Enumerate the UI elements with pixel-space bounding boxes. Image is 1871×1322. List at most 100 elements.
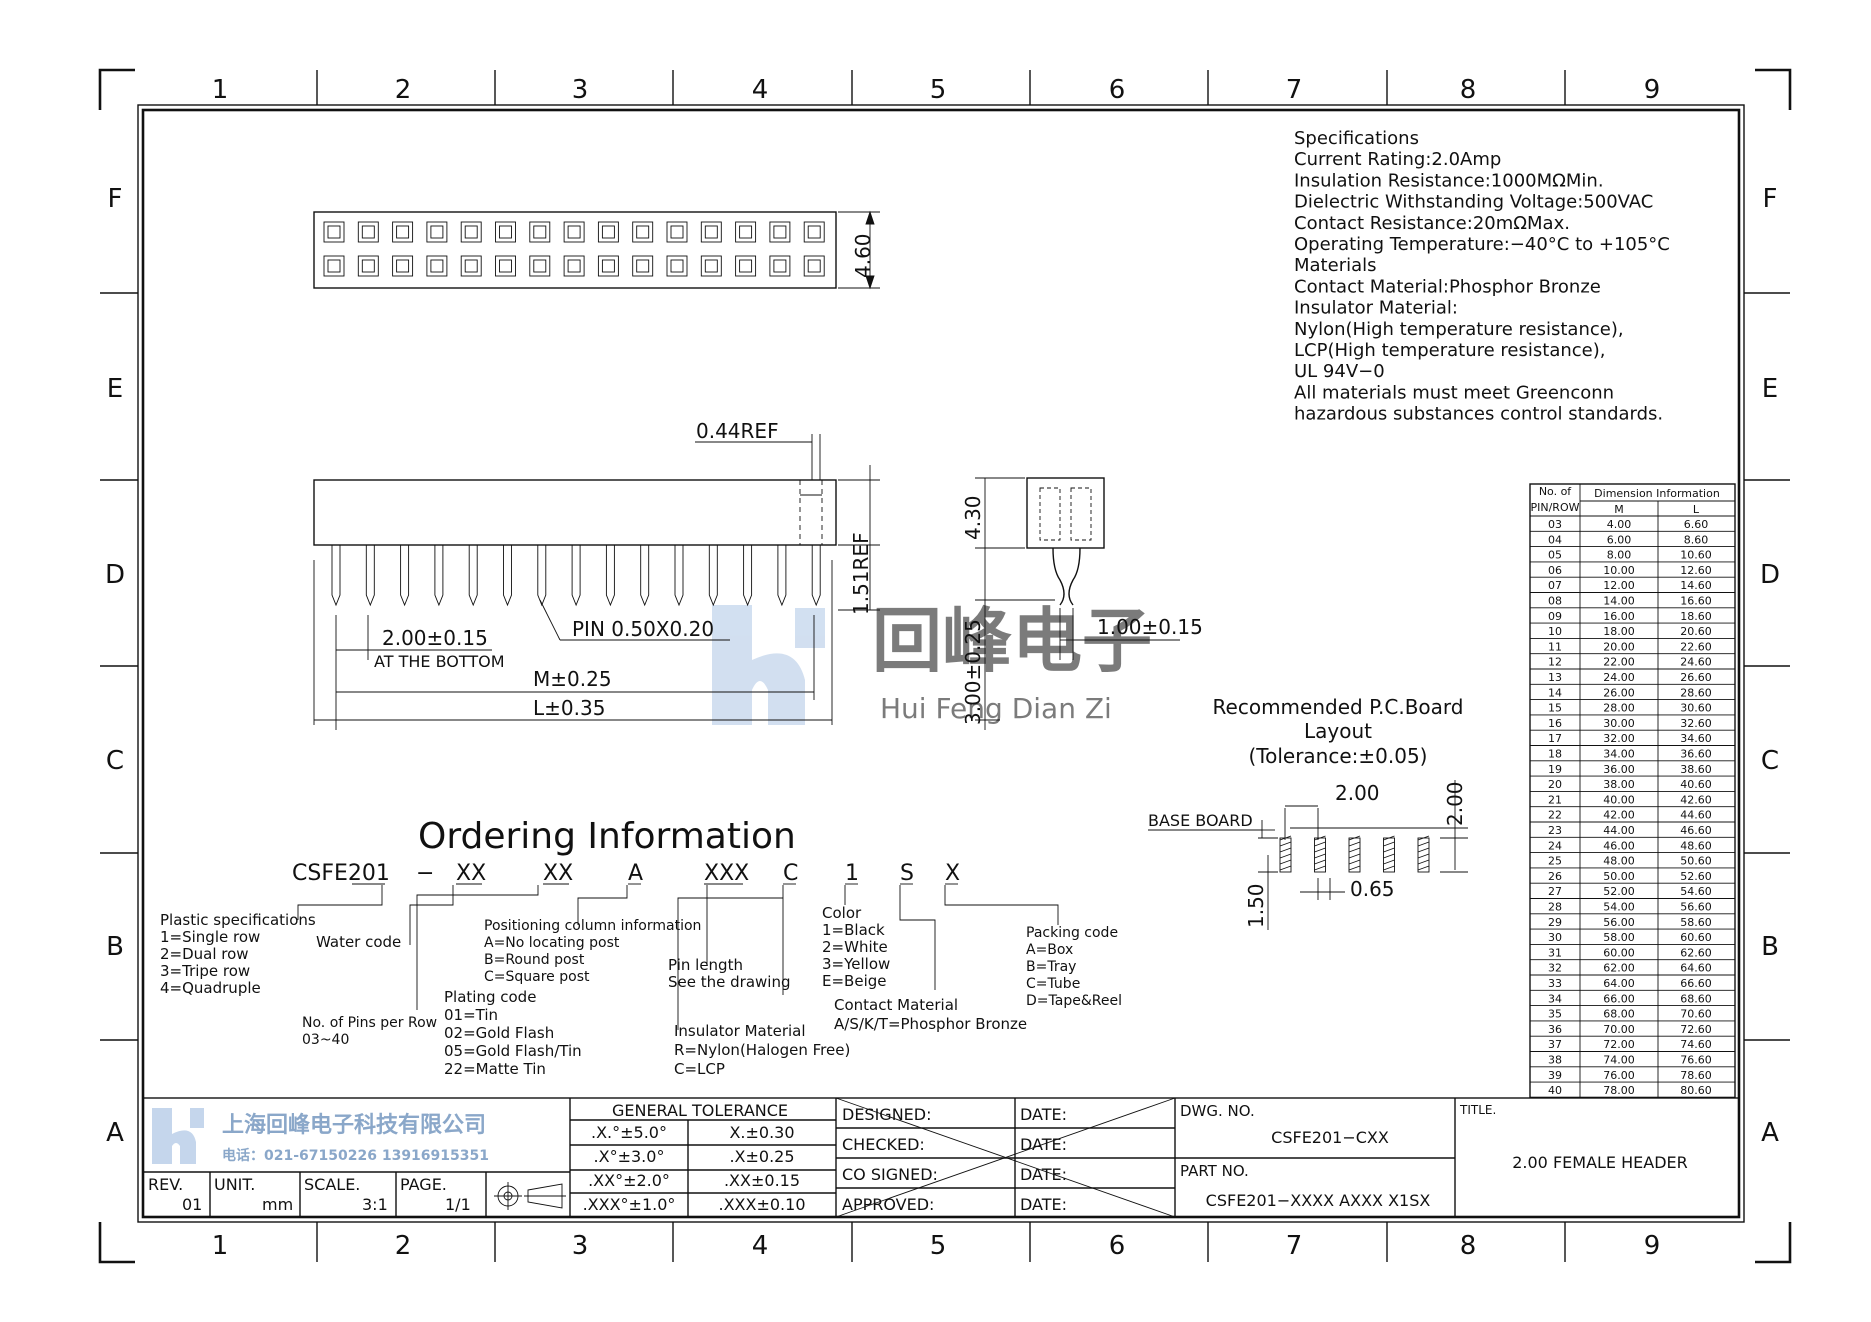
zone-col-label-bottom: 1 [212,1231,229,1261]
table-cell-count: 19 [1548,763,1562,776]
table-cell-m: 34.00 [1603,748,1635,761]
table-cell-l: 32.60 [1680,717,1712,730]
pin-hole-outer [666,255,688,277]
pcb-hole-hatch [1383,835,1395,841]
table-cell-l: 44.60 [1680,809,1712,822]
table-header-m: M [1614,503,1624,516]
table-cell-m: 54.00 [1603,901,1635,914]
pin-hole-outer [563,221,585,243]
spec-line: Operating Temperature:−40°C to +105°C [1294,234,1670,255]
front-view-end-detail [799,480,823,545]
table-cell-m: 32.00 [1603,732,1635,745]
table-cell-l: 24.60 [1680,656,1712,669]
order-note-positioning: C=Square post [484,969,590,985]
pcb-title-1: Recommended P.C.Board [1213,695,1464,719]
dim-l-label: L±0.35 [533,696,605,720]
table-cell-l: 54.60 [1680,885,1712,898]
table-cell-l: 30.60 [1680,702,1712,715]
spec-line: Nylon(High temperature resistance), [1294,319,1624,340]
dim-height-label: 4.60 [851,233,875,278]
pin-hole-inner [670,225,684,239]
dwg-value: CSFE201−CXX [1271,1128,1389,1147]
signoff-date-label: DATE: [1020,1105,1067,1124]
spec-line: LCP(High temperature resistance), [1294,340,1605,361]
zone-col-label-top: 7 [1286,75,1303,105]
pcb-title-2: Layout [1304,719,1372,743]
zone-col-label-bottom: 2 [395,1231,412,1261]
order-note-packing: B=Tray [1026,959,1076,975]
front-pin [708,545,718,607]
pcb-hole-hatch [1314,865,1326,871]
table-cell-m: 16.00 [1603,610,1635,623]
table-cell-m: 44.00 [1603,824,1635,837]
page-value: 1/1 [445,1195,471,1214]
pin-hole-inner [773,259,787,273]
table-cell-m: 68.00 [1603,1008,1635,1021]
pin-hole-outer [769,221,791,243]
order-code-segment: XXX [704,861,749,886]
signoff-date-label: DATE: [1020,1165,1067,1184]
order-note-insulator: R=Nylon(Halogen Free) [674,1041,850,1059]
dim-pitch-y-label: 2.00 [1443,781,1467,826]
order-note-color: 2=White [822,938,888,956]
pin-hole-inner [396,225,410,239]
dim-tail-ref-label: 1.51REF [849,532,873,615]
table-cell-l: 66.60 [1680,977,1712,990]
top-view: 4.60 [313,210,880,290]
table-cell-count: 16 [1548,717,1562,730]
pin-hole-outer [735,221,757,243]
title-value: 2.00 FEMALE HEADER [1512,1153,1688,1172]
front-pin [537,545,547,607]
order-note-plastic: 3=Tripe row [160,962,250,980]
projection-symbol-icon [494,1182,566,1210]
pin-hole-outer [426,221,448,243]
table-cell-m: 12.00 [1603,579,1635,592]
pcb-hole-hatch [1417,835,1430,841]
pcb-hole-hatch [1348,841,1361,847]
order-code-segment: X [945,861,960,886]
pcb-hole-hatch [1383,841,1395,847]
order-note-packing: Packing code [1026,925,1118,941]
table-cell-l: 22.60 [1680,640,1712,653]
pin-hole-outer [529,221,551,243]
table-cell-m: 66.00 [1603,992,1635,1005]
table-cell-count: 31 [1548,946,1562,959]
table-cell-m: 38.00 [1603,778,1635,791]
tolerance-linear: .XXX±0.10 [719,1195,806,1214]
order-code-segment: CSFE201 [292,861,390,886]
pin-hole-outer [426,255,448,277]
signoff-date-label: DATE: [1020,1195,1067,1214]
table-cell-m: 42.00 [1603,809,1635,822]
front-pin [811,545,821,607]
table-cell-l: 58.60 [1680,916,1712,929]
spec-line: hazardous substances control standards. [1294,404,1663,425]
table-cell-l: 56.60 [1680,901,1712,914]
tolerance-angle: .X.°±5.0° [591,1123,667,1142]
order-note-positioning: B=Round post [484,952,585,968]
title-label: TITLE. [1459,1103,1496,1117]
pcb-hole-hatch [1417,847,1430,853]
pcb-hole-hatch [1314,853,1326,859]
table-cell-count: 36 [1548,1023,1562,1036]
zone-col-label-top: 5 [930,75,947,105]
front-pin [365,545,375,607]
table-cell-count: 10 [1548,625,1562,638]
table-cell-m: 70.00 [1603,1023,1635,1036]
pin-size-label: PIN 0.50X0.20 [572,617,714,641]
pin-hole-outer [666,221,688,243]
order-note-plastic: 4=Quadruple [160,979,261,997]
pcb-hole-hatch [1383,865,1395,871]
pin-hole-outer [460,221,482,243]
order-note-water: Water code [316,933,401,951]
pin-hole-inner [773,225,787,239]
order-note-plastic: 1=Single row [160,928,260,946]
front-view-body [313,479,837,546]
base-board-label: BASE BOARD [1148,811,1253,830]
rev-label: REV. [148,1175,183,1194]
pin-hole-inner [807,259,821,273]
pin-hole-inner [739,225,753,239]
order-note-plating: 22=Matte Tin [444,1060,546,1078]
pcb-hole-hatch [1383,847,1395,853]
